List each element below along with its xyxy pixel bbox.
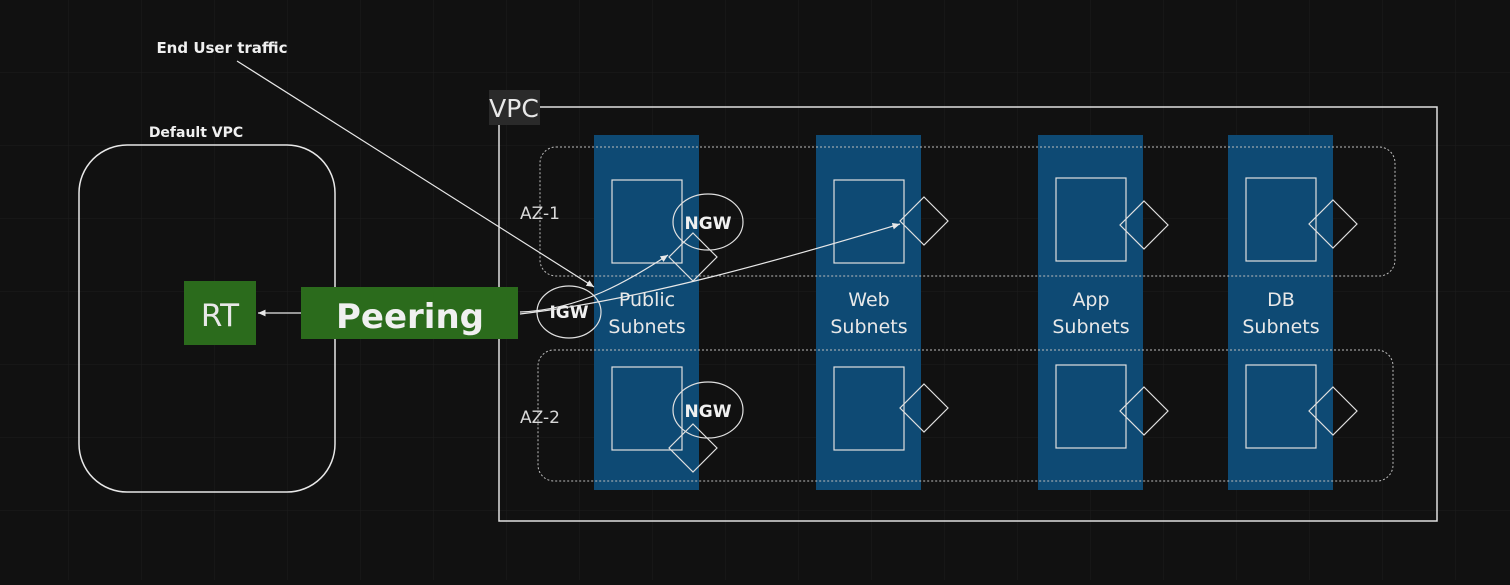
app-az2-instance [1055,364,1127,449]
vpc-label: VPC [489,94,539,123]
web-az1-instance [833,179,905,264]
igw-to-web-arrow [519,222,901,315]
web-subnets-column [816,135,921,490]
db-az2-instance [1245,364,1317,449]
peering-label: Peering [336,297,484,337]
db-az1-instance [1245,177,1317,262]
db-az1-route-diamond [1308,199,1358,249]
ngw-az2: NGW [672,381,744,439]
public-subnets-label-line2: Subnets [608,316,685,338]
az-1-label: AZ-1 [520,204,560,224]
db-subnets-column [1228,135,1333,490]
db-az2-route-diamond [1308,386,1358,436]
public-az2-route-diamond [668,423,718,473]
ngw-az2-ellipse [672,381,744,439]
web-az2-route-diamond [899,383,949,433]
app-subnets-label-line2: Subnets [1052,316,1129,338]
end-user-traffic-arrow [236,60,595,288]
public-az2-instance [611,366,683,451]
ngw-az1: NGW [672,193,744,251]
ngw-az2-label: NGW [685,402,732,422]
public-subnets-column [594,135,699,490]
az-2-instances [611,364,1358,473]
ngw-az1-label: NGW [685,214,732,234]
igw-to-ngw-arrow [519,254,669,313]
app-az1-route-diamond [1119,200,1169,250]
public-az1-instance [611,179,683,264]
web-az1-route-diamond [899,196,949,246]
az-2-label: AZ-2 [520,408,560,428]
web-az2-instance [833,366,905,451]
subnet-labels: Public Subnets Web Subnets App Subnets D… [608,289,1319,338]
az-1-instances [611,177,1358,282]
rt-label: RT [201,298,240,334]
ngw-az1-ellipse [672,193,744,251]
db-subnets-label-line1: DB [1267,289,1295,311]
rt-box [184,281,256,345]
web-subnets-label-line2: Subnets [830,316,907,338]
vpc-label-bg [489,90,540,125]
app-subnets-column [1038,135,1143,490]
az-2-container [537,349,1394,482]
default-vpc-label: Default VPC [149,125,243,141]
db-subnets-label-line2: Subnets [1242,316,1319,338]
end-user-traffic-label: End User traffic [156,39,287,57]
app-az2-route-diamond [1119,386,1169,436]
igw-label: IGW [549,303,588,323]
peering-box [301,287,518,339]
az-1-container [539,146,1396,277]
app-subnets-label-line1: App [1072,289,1109,311]
web-subnets-label-line1: Web [848,289,889,311]
